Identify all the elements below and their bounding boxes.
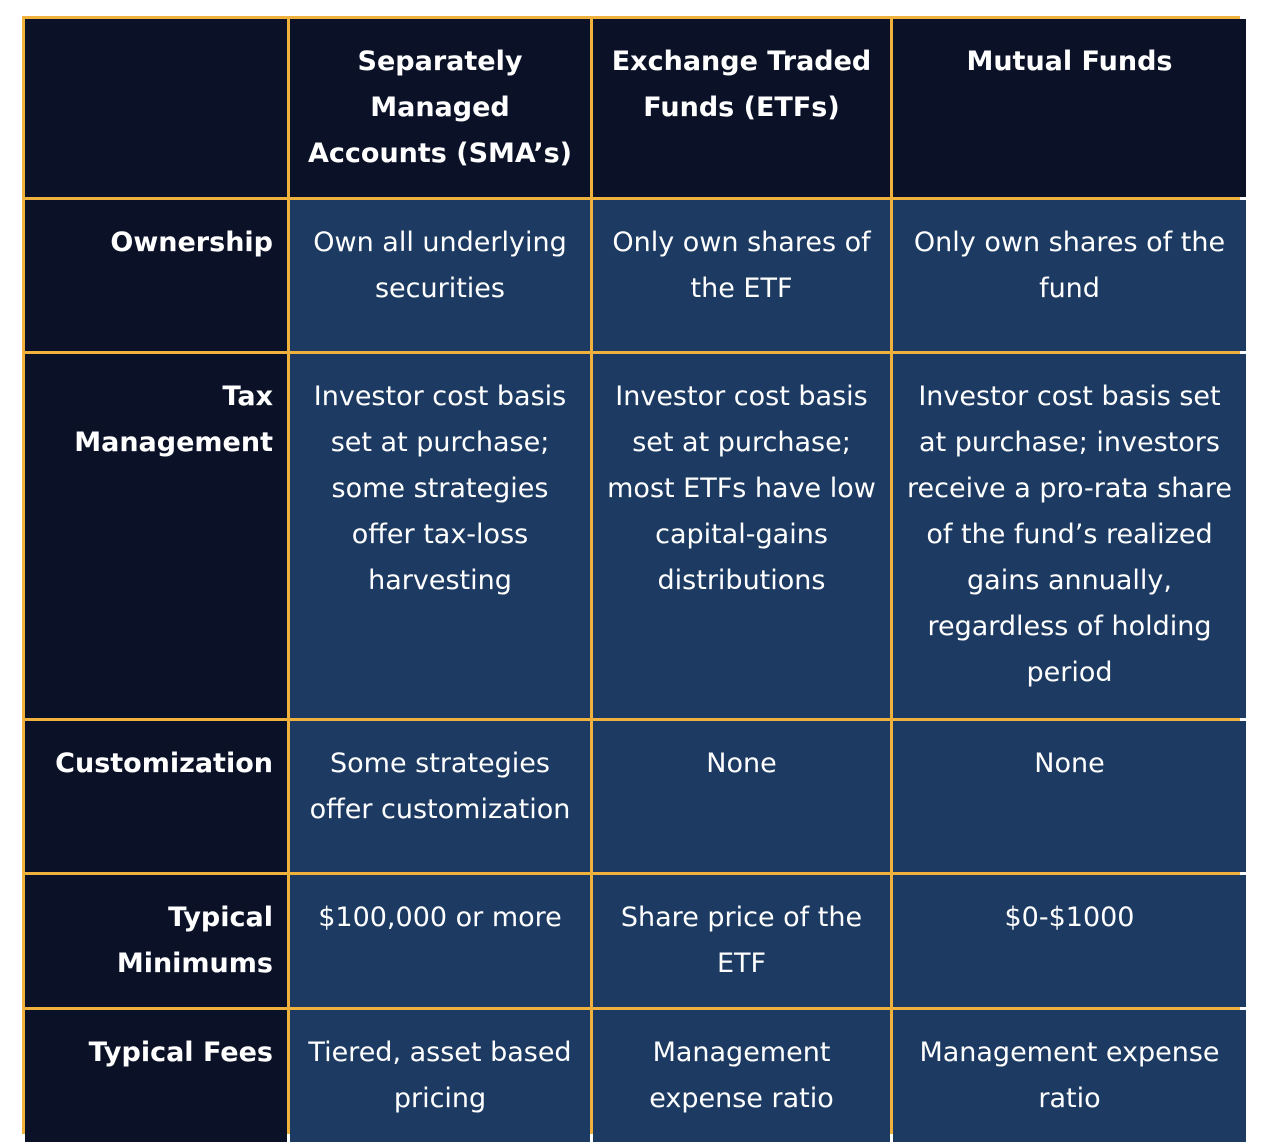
cell-minimums-sma: $100,000 or more [290, 875, 590, 1007]
table-row-typical-fees: Typical Fees Tiered, asset based pricing… [25, 1010, 1246, 1142]
cell-minimums-mutual-funds: $0-$1000 [893, 875, 1246, 1007]
cell-fees-sma: Tiered, asset based pricing [290, 1010, 590, 1142]
comparison-table-frame: Separately Managed Accounts (SMA’s) Exch… [22, 16, 1246, 1142]
row-label-tax-management: Tax Management [25, 354, 287, 718]
row-label-typical-minimums: Typical Minimums [25, 875, 287, 1007]
cell-fees-etf: Management expense ratio [593, 1010, 890, 1142]
cell-tax-sma: Investor cost basis set at purchase; som… [290, 354, 590, 718]
column-header-etf: Exchange Traded Funds (ETFs) [593, 19, 890, 197]
cell-customization-sma: Some strategies offer customization [290, 721, 590, 872]
cell-fees-mutual-funds: Management expense ratio [893, 1010, 1246, 1142]
table-row-customization: Customization Some strategies offer cust… [25, 721, 1246, 872]
cell-customization-mutual-funds: None [893, 721, 1246, 872]
row-label-customization: Customization [25, 721, 287, 872]
header-row: Separately Managed Accounts (SMA’s) Exch… [25, 19, 1246, 197]
column-header-mutual-funds: Mutual Funds [893, 19, 1246, 197]
comparison-table: Separately Managed Accounts (SMA’s) Exch… [22, 16, 1249, 1145]
row-label-typical-fees: Typical Fees [25, 1010, 287, 1142]
cell-minimums-etf: Share price of the ETF [593, 875, 890, 1007]
cell-ownership-mutual-funds: Only own shares of the fund [893, 200, 1246, 351]
cell-ownership-sma: Own all underlying securities [290, 200, 590, 351]
row-label-ownership: Ownership [25, 200, 287, 351]
cell-customization-etf: None [593, 721, 890, 872]
cell-tax-mutual-funds: Investor cost basis set at purchase; inv… [893, 354, 1246, 718]
cell-ownership-etf: Only own shares of the ETF [593, 200, 890, 351]
corner-cell [25, 19, 287, 197]
table-row-typical-minimums: Typical Minimums $100,000 or more Share … [25, 875, 1246, 1007]
cell-tax-etf: Investor cost basis set at purchase; mos… [593, 354, 890, 718]
column-header-sma: Separately Managed Accounts (SMA’s) [290, 19, 590, 197]
table-row-ownership: Ownership Own all underlying securities … [25, 200, 1246, 351]
table-row-tax-management: Tax Management Investor cost basis set a… [25, 354, 1246, 718]
